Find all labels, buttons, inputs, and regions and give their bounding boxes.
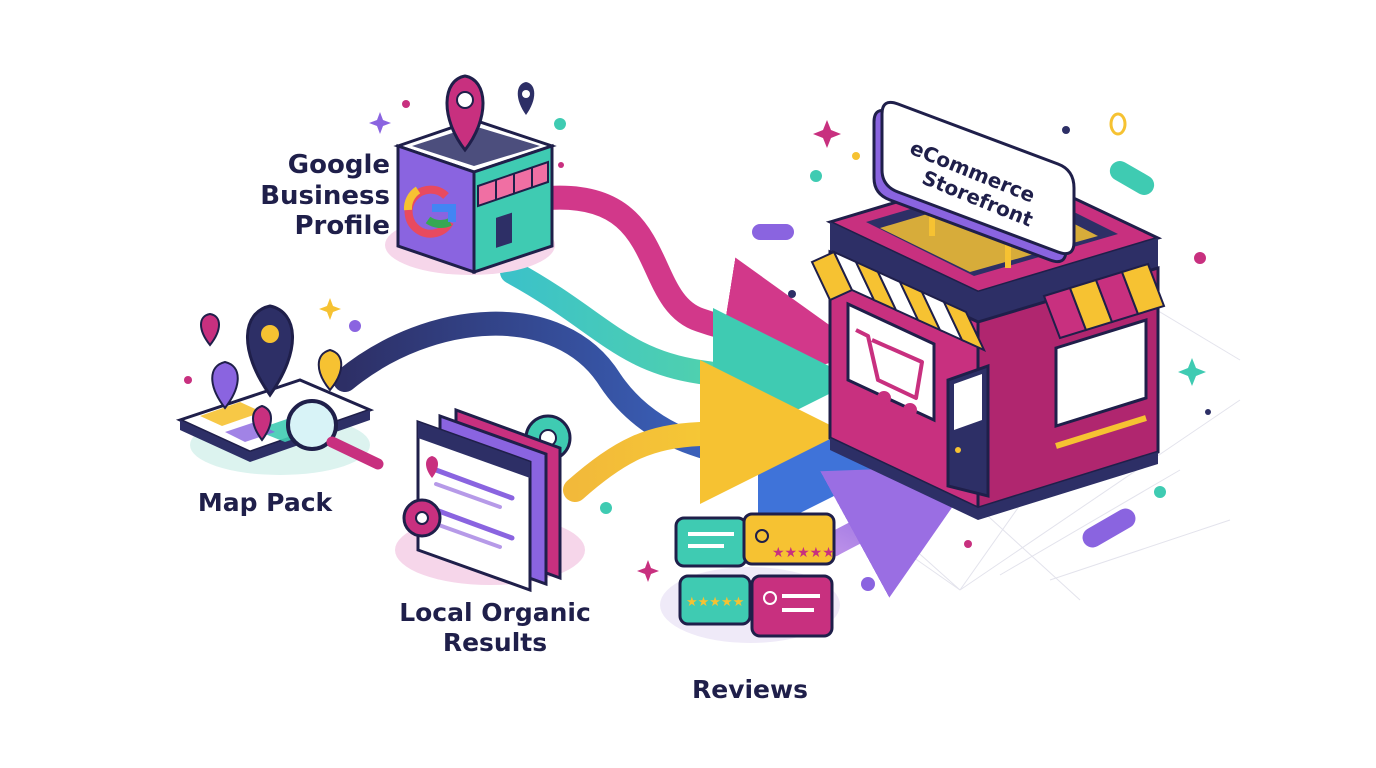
star-rating-icon: ★★★★★ [686, 595, 744, 610]
label-reviews: Reviews [660, 675, 840, 705]
dot [810, 170, 822, 182]
ecommerce-storefront-icon: eCommerce Storefront [810, 100, 1166, 520]
dot [852, 152, 860, 160]
dot [1062, 126, 1070, 134]
local-organic-results-icon [395, 407, 585, 593]
arrow-reviews-to-store [820, 465, 982, 598]
dot [861, 577, 875, 591]
awning-icon [810, 249, 1166, 353]
map-pack-icon [175, 304, 384, 475]
flow-arrows [333, 185, 982, 598]
map-pin-icon [246, 304, 294, 398]
sparkle-icon [1178, 358, 1206, 386]
label-line: Results [442, 627, 548, 657]
map-pin-icon [317, 348, 343, 392]
magnifier-icon [286, 399, 384, 470]
map-pin-icon [445, 74, 485, 153]
dot [402, 100, 410, 108]
label-line: Profile [294, 211, 390, 242]
dot [600, 502, 612, 514]
map-pin-icon [200, 312, 220, 347]
label-local-organic-results: Local Organic Results [370, 598, 620, 657]
door-icon [946, 363, 990, 498]
label-line: Map Pack [197, 488, 333, 517]
label-line: Google [287, 150, 390, 180]
dot [349, 320, 361, 332]
user-icon [763, 591, 777, 605]
label-line: Business [260, 180, 390, 211]
dot [1109, 112, 1127, 136]
pill [752, 224, 794, 240]
awning-icon [477, 160, 549, 208]
sparkle-icon [637, 560, 659, 582]
map-pin-icon [426, 456, 438, 478]
storefront-sign: eCommerce Storefront [872, 100, 1076, 268]
google-g-icon [403, 185, 456, 238]
google-business-profile-icon [385, 74, 557, 275]
dot [1205, 409, 1211, 415]
map-pin-icon [252, 404, 272, 442]
label-line: Local Organic [399, 598, 591, 627]
sparkle-icon [319, 298, 341, 320]
arrow-organic-to-store [563, 360, 844, 505]
dot [964, 540, 972, 548]
label-line: Reviews [691, 675, 808, 704]
label-google-business-profile: Google Business Profile [200, 150, 390, 242]
svg-text:★★★★★: ★★★★★ [772, 545, 835, 561]
svg-text:★★★★★: ★★★★★ [686, 595, 744, 610]
sparkle-icon [813, 120, 841, 148]
star-rating-icon: ★★★★★ [772, 545, 835, 561]
dot [788, 290, 796, 298]
dot [1154, 486, 1166, 498]
sparkle-icon [369, 112, 391, 134]
pill [1082, 508, 1136, 548]
decorations [184, 100, 1211, 591]
gear-icon [402, 498, 442, 538]
dot [184, 376, 192, 384]
map-pin-icon [517, 82, 535, 115]
dot [554, 118, 566, 130]
dot [1194, 252, 1206, 264]
pill [1109, 161, 1155, 195]
label-map-pack: Map Pack [175, 488, 355, 518]
user-icon [755, 529, 769, 543]
dot [558, 162, 564, 168]
shopping-cart-icon [855, 328, 924, 417]
reviews-icon: ★★★★★ ★★★★★ [660, 512, 840, 643]
map-pin-icon [211, 360, 239, 410]
